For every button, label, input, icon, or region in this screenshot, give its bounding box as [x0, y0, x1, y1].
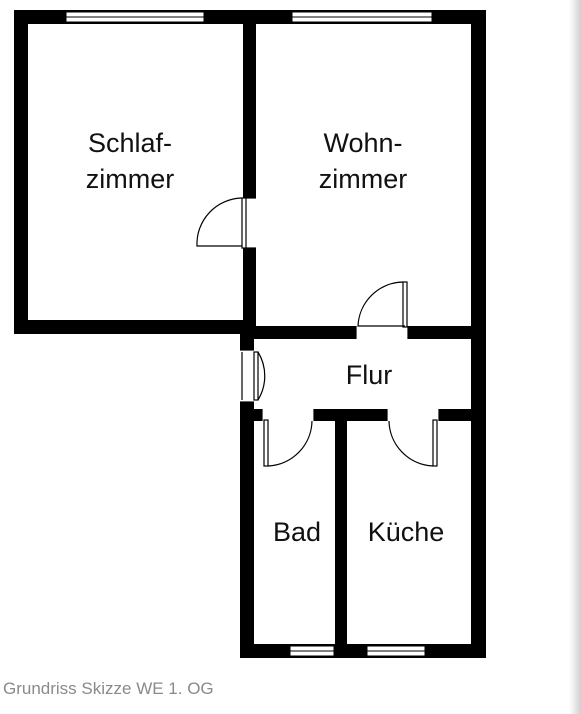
page-edge-shadow [569, 0, 581, 714]
wall-partition-upper [243, 10, 256, 338]
wall-schlafzimmer-bottom [14, 320, 254, 334]
label-kueche: Küche [368, 517, 445, 547]
door-kueche [386, 409, 440, 467]
label-wohnzimmer-line1: Wohn- [323, 128, 402, 158]
room-labels: Schlaf- zimmer Wohn- zimmer Flur Bad Küc… [86, 128, 445, 547]
plan-caption: Grundriss Skizze WE 1. OG [3, 679, 214, 698]
door-entrance [240, 349, 266, 403]
walls [14, 10, 486, 658]
doors [196, 197, 440, 467]
label-schlafzimmer-line1: Schlaf- [88, 128, 172, 158]
label-wohnzimmer-line2: zimmer [319, 164, 408, 194]
door-bad [261, 409, 315, 467]
door-wohnzimmer [355, 281, 409, 339]
label-bad: Bad [273, 517, 321, 547]
door-schlafzimmer [196, 197, 256, 249]
label-schlafzimmer-line2: zimmer [86, 164, 175, 194]
wall-partition-lower [335, 409, 347, 658]
wall-left-lower [240, 326, 254, 658]
wall-left-upper [14, 10, 28, 334]
label-flur: Flur [346, 360, 393, 390]
windows [65, 11, 433, 657]
wall-bottom [240, 644, 486, 658]
